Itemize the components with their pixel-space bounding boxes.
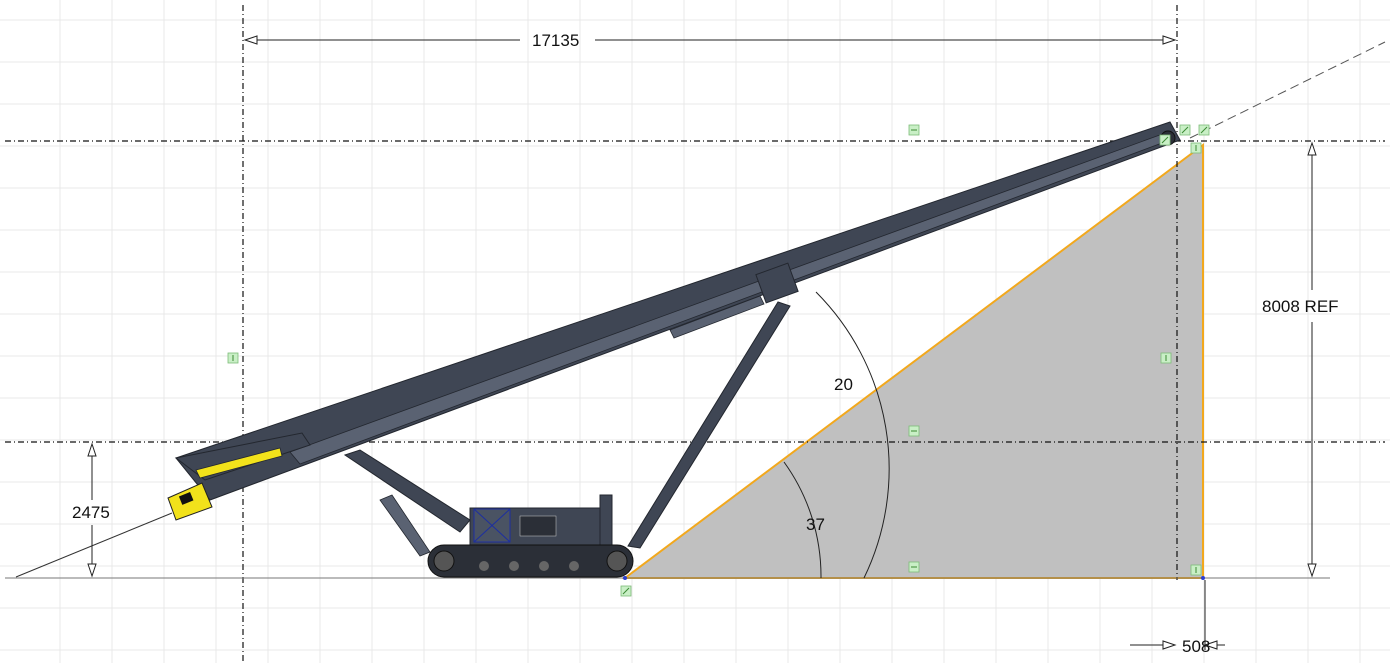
vertex-point[interactable] [1201, 576, 1205, 580]
constraint-marker-icon[interactable] [1160, 352, 1172, 364]
dim-angle-conveyor[interactable]: 20 [834, 375, 853, 394]
front-strut [627, 301, 791, 549]
constraint-marker-icon[interactable] [1190, 142, 1202, 154]
constraint-marker-icon[interactable] [1190, 564, 1202, 576]
dim-feed-height[interactable]: 2475 [72, 503, 110, 522]
coincident-marker-icon[interactable] [1159, 134, 1171, 146]
constraint-marker-icon[interactable] [908, 561, 920, 573]
tail-pulley-window [178, 492, 194, 505]
coincident-marker-icon[interactable] [1179, 124, 1191, 136]
dim-discharge-height[interactable]: 8008 REF [1262, 297, 1339, 316]
constraint-marker-icon[interactable] [227, 352, 239, 364]
dim-offset[interactable]: 508 [1182, 637, 1210, 656]
angle-arc-37 [783, 461, 822, 579]
power-unit-column [599, 494, 613, 548]
boom-hinge [755, 262, 799, 304]
crawler-track [427, 544, 634, 578]
coincident-marker-icon[interactable] [620, 585, 632, 597]
coincident-marker-icon[interactable] [1198, 124, 1210, 136]
vertex-point[interactable] [623, 576, 627, 580]
lift-cylinder [379, 494, 431, 557]
constraint-marker-icon[interactable] [908, 425, 920, 437]
dimension-lines [87, 35, 1317, 650]
angle-arc-20 [815, 291, 890, 579]
constraint-marker-icon[interactable] [908, 124, 920, 136]
dim-overall-length[interactable]: 17135 [532, 31, 579, 50]
stacking-conveyor[interactable] [167, 121, 1181, 578]
hydraulic-ram-upper [669, 295, 765, 339]
dim-angle-stockpile[interactable]: 37 [806, 515, 825, 534]
info-plate [519, 515, 557, 537]
hopper-yellow-guard [195, 447, 283, 479]
